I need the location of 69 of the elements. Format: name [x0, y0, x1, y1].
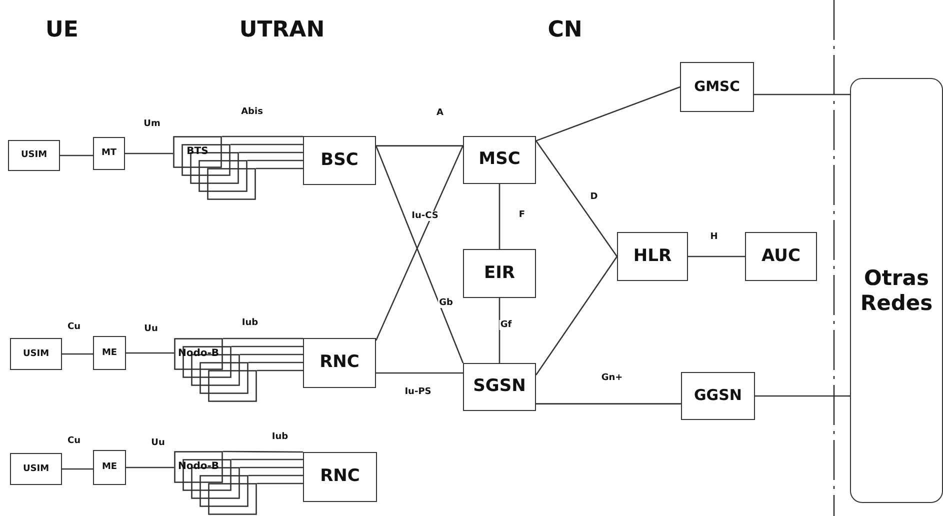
edge-label: Cu [66, 322, 82, 332]
connector-line [257, 482, 303, 484]
edge-label: Gb [438, 298, 454, 308]
connector-line [248, 160, 303, 162]
connector-line [376, 372, 463, 374]
network-element-box: GMSC [680, 62, 754, 112]
connector-line [222, 136, 303, 138]
network-element-box: MSC [463, 136, 536, 184]
connector-line [223, 450, 303, 453]
connector-line [256, 168, 303, 170]
edge-label: Iub [240, 318, 260, 328]
edge-label: Cu [66, 436, 82, 446]
edge-label: Uu [150, 438, 166, 448]
connector-line [125, 152, 173, 154]
connector-line [755, 395, 850, 397]
connector-line [62, 353, 93, 355]
network-element-box: GGSN [681, 372, 755, 420]
edge-label: D [589, 192, 599, 202]
connector-line [62, 468, 93, 470]
connector-line [60, 154, 93, 156]
edge-label: Iu-PS [404, 387, 432, 397]
edge-label: F [518, 210, 526, 220]
section-heading: CN [548, 18, 582, 42]
network-element-box: MT [93, 137, 125, 170]
network-element-box: RNC [303, 338, 376, 388]
connector-line [240, 466, 303, 468]
connector-line [498, 184, 500, 249]
network-element-box: Otras Redes [850, 78, 943, 503]
section-heading: UE [46, 18, 78, 42]
connector-line [248, 474, 303, 476]
connector-line [688, 256, 745, 258]
network-element-box: AUC [745, 232, 817, 281]
network-element-box: ME [93, 336, 126, 370]
connector-line [754, 94, 850, 96]
network-element-box: EIR [463, 249, 536, 298]
edge-label: Iub [270, 432, 290, 442]
network-element-box: RNC [303, 452, 377, 502]
connector-line [240, 354, 303, 356]
edge-label: Uu [143, 324, 159, 334]
network-element-box: HLR [617, 232, 688, 281]
network-element-box: SGSN [463, 363, 536, 411]
edge-label: A [436, 108, 444, 118]
network-element-box: USIM [10, 453, 62, 485]
edge-label: H [709, 232, 719, 242]
connector-line [223, 338, 303, 340]
connector-line [239, 152, 303, 154]
connector-line [498, 298, 500, 363]
connector-line [536, 86, 680, 142]
network-element-box: BSC [303, 136, 376, 185]
connector-line [257, 370, 303, 372]
connector-line [232, 458, 303, 460]
edge-label: Um [142, 119, 162, 129]
connector-line [126, 466, 174, 468]
connector-line [535, 256, 618, 376]
edge-label: Iu-CS [410, 211, 440, 221]
connector-line [232, 346, 303, 348]
section-heading: UTRAN [239, 18, 325, 42]
connector-line [126, 352, 174, 354]
connector-line [535, 140, 618, 257]
connector-line [248, 362, 303, 364]
connector-line [536, 403, 681, 404]
network-element-box: ME [93, 450, 126, 485]
edge-label: Gf [499, 320, 513, 330]
connector-line [376, 145, 463, 146]
edge-label: Abis [240, 107, 264, 117]
connector-line [230, 144, 303, 146]
edge-label: Gn+ [600, 373, 624, 383]
network-element-box: USIM [10, 338, 62, 370]
network-element-box: USIM [8, 140, 60, 171]
